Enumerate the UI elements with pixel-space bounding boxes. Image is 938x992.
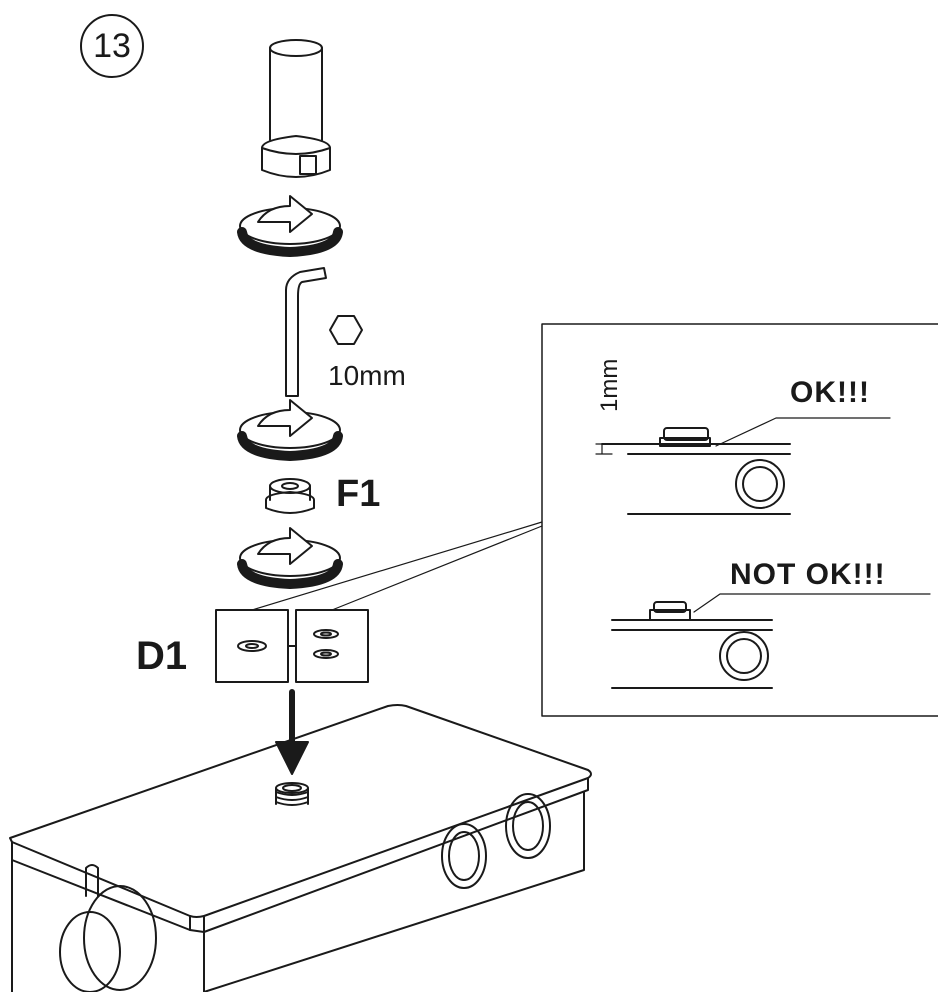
washer-box-double bbox=[295, 609, 369, 683]
down-arrow-icon bbox=[275, 689, 309, 775]
step-number: 13 bbox=[80, 14, 144, 78]
hex-size-label: 10mm bbox=[328, 360, 406, 391]
gap-label: 1mm bbox=[596, 358, 623, 412]
rotate-arrow-icon bbox=[237, 195, 343, 257]
socket-tool bbox=[261, 39, 331, 178]
fitting-f1-label: F1 bbox=[336, 473, 381, 515]
washer-d1-label: D1 bbox=[136, 634, 188, 678]
rotate-arrow-icon bbox=[237, 399, 343, 461]
not-ok-label: NOT OK!!! bbox=[730, 558, 886, 591]
thermostat-body bbox=[9, 704, 592, 992]
fitting-f1 bbox=[265, 478, 315, 514]
threaded-connection bbox=[275, 782, 309, 806]
detail-panel bbox=[541, 323, 938, 717]
hex-key-icon bbox=[285, 267, 327, 397]
washer-box-single bbox=[215, 609, 289, 683]
rotate-arrow-icon bbox=[237, 527, 343, 589]
ok-label: OK!!! bbox=[790, 376, 870, 409]
hexagon-icon bbox=[329, 315, 363, 345]
